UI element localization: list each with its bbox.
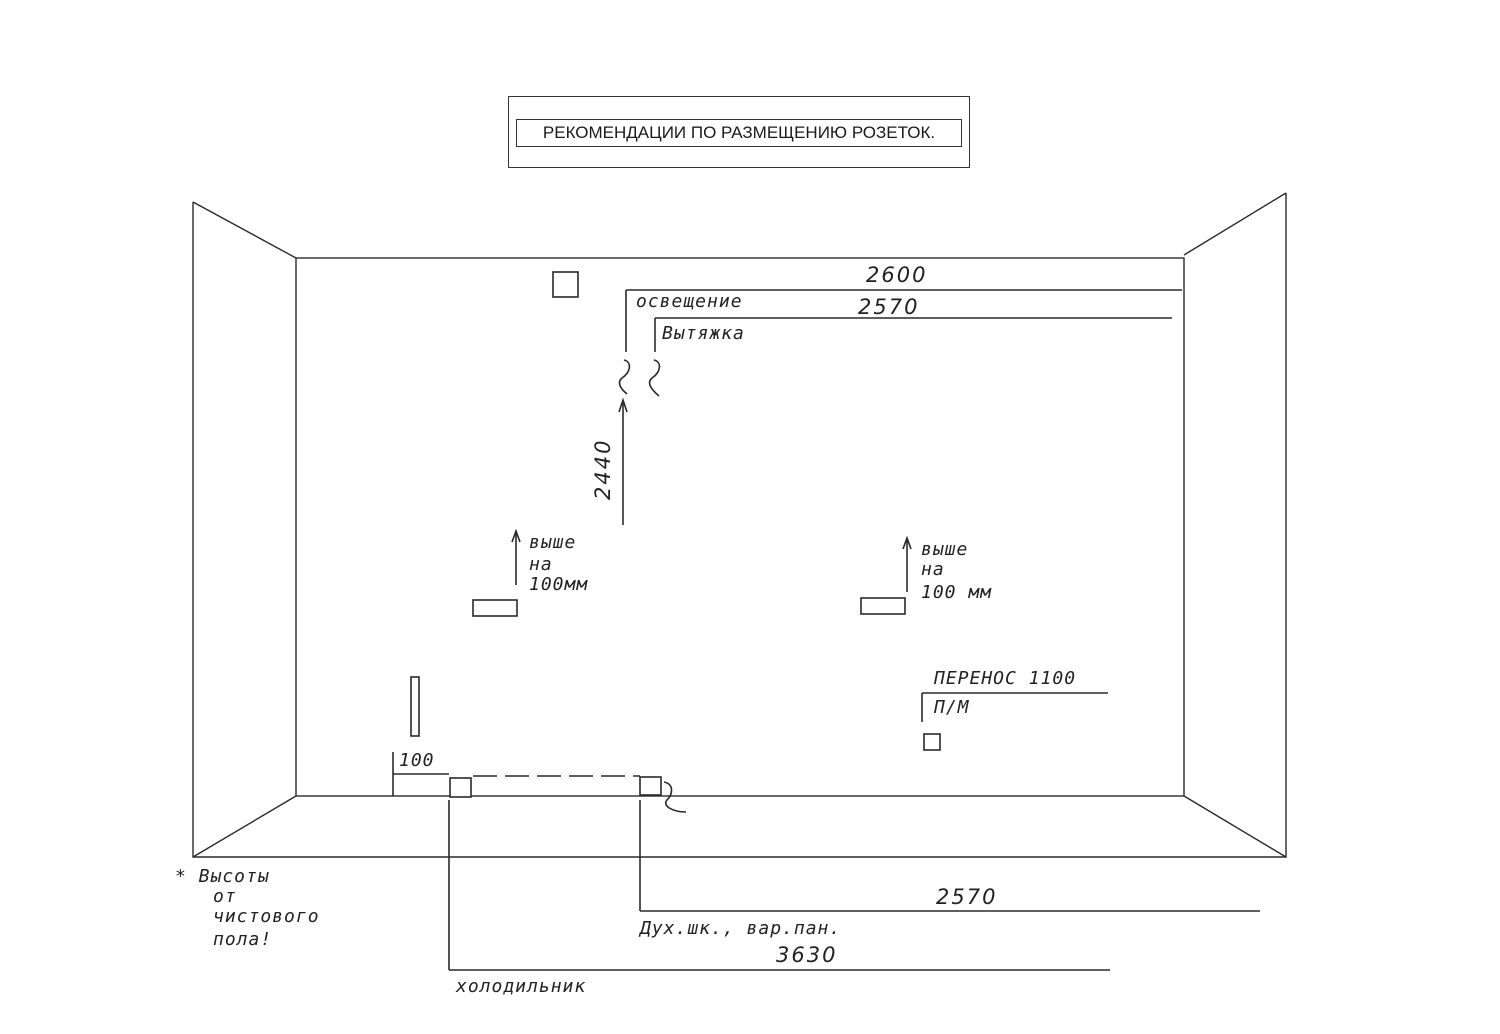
edge-bottom-right [1183,795,1287,858]
edge-bottom-left [192,795,297,858]
note-line1: * Высоты [175,866,270,887]
note-line4: пола! [213,929,272,950]
arrow-head-right [902,535,912,550]
wire-curl-hood [648,359,661,397]
dim-100: 100 [392,750,449,796]
label-pm: П/М [933,697,970,718]
label-fridge: холодильник [455,976,586,997]
arrow-head-2440 [618,397,628,413]
raise-left-line2: на [529,554,553,575]
label-hood: Вытяжка [662,323,745,344]
raise-left-line1: выше [529,532,576,553]
wire-curl-oven [663,781,687,813]
dim-2440-arrow: 2440 [591,397,628,525]
raise-left-line3: 100мм [529,574,588,595]
edge-top-left [192,201,297,259]
outlet-block-right [860,597,906,615]
page-title: РЕКОМЕНДАЦИИ ПО РАЗМЕЩЕНИЮ РОЗЕТОК. [516,119,962,147]
label-3630: 3630 [776,943,837,967]
top-dimensions: освещение 2600 2570 Вытяжка [618,263,1182,397]
footnote: * Высоты от чистового пола! [175,866,320,950]
bottom-dimensions: 2570 Дух.шк., вар.пан. 3630 холодильник [448,800,1260,997]
vertical-outlet [410,676,420,737]
wire-curl-lighting [618,359,631,395]
raise-right-line1: выше [921,539,968,560]
outlet-box-fridge [449,777,472,798]
raise-right-line3: 100 мм [921,582,992,603]
edge-top-right [1183,192,1287,256]
note-line2: от [213,886,237,907]
outlet-block-left [472,599,518,617]
label-100: 100 [399,750,435,771]
label-2570-top: 2570 [858,295,919,319]
label-2600: 2600 [866,263,927,287]
label-lighting: освещение [636,291,743,312]
label-transfer: ПЕРЕНОС 1100 [933,668,1076,689]
label-2440: 2440 [591,439,615,500]
ceiling-outlet-box [552,271,579,298]
outlet-box-pm [923,733,941,751]
label-2570-bottom: 2570 [936,885,997,909]
raise-note-right: выше на 100 мм [860,535,992,615]
raise-note-left: выше на 100мм [472,528,588,617]
room-walls [192,192,1287,858]
transfer-note: ПЕРЕНОС 1100 П/М [921,668,1108,751]
outlet-box-oven [639,776,662,796]
outer-frame [192,193,1287,858]
floor-outlets [449,775,687,813]
raise-right-line2: на [921,559,945,580]
title-frame: РЕКОМЕНДАЦИИ ПО РАЗМЕЩЕНИЮ РОЗЕТОК. [508,96,970,168]
back-wall [295,257,1185,797]
note-line3: чистового [213,906,320,927]
arrow-head-left [511,528,521,543]
label-oven: Дух.шк., вар.пан. [638,918,841,939]
